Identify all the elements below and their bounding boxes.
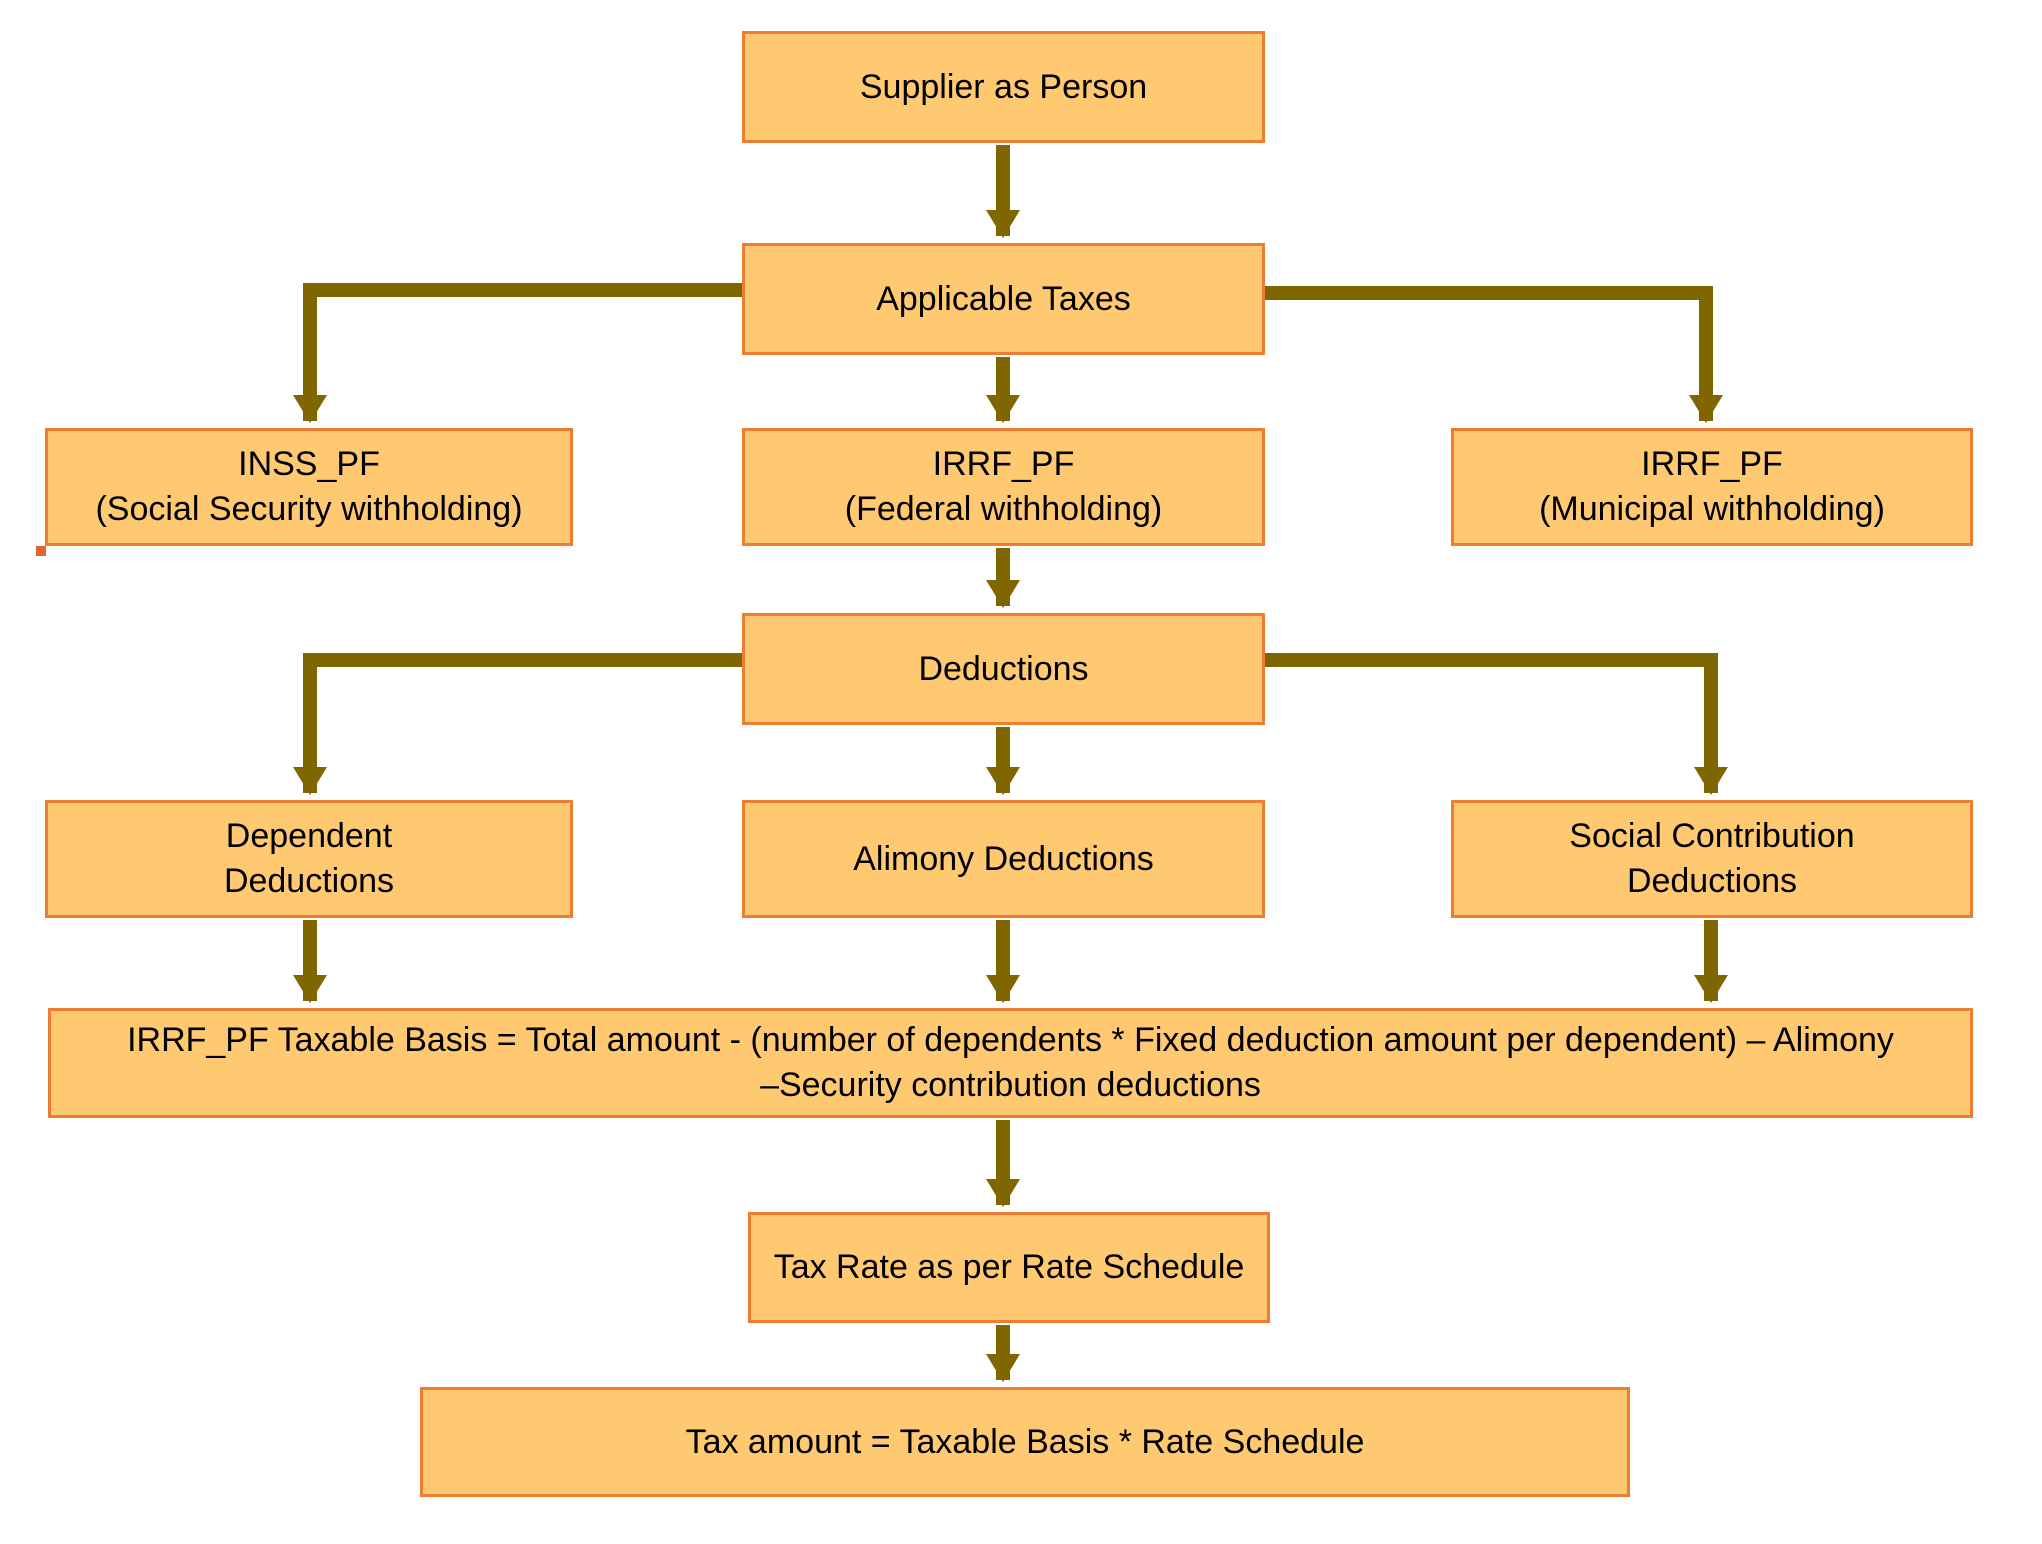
connector-applicable-taxes-to-inss	[293, 283, 744, 423]
node-irrf-pf-federal: IRRF_PF (Federal withholding)	[742, 428, 1265, 546]
node-supplier-as-person: Supplier as Person	[742, 31, 1265, 143]
connector-deductions-to-dependent	[293, 653, 744, 795]
node-tax-amount-formula: Tax amount = Taxable Basis * Rate Schedu…	[420, 1387, 1630, 1497]
stray-mark	[36, 546, 46, 556]
connector-applicable-taxes-to-municipal	[1263, 286, 1723, 423]
node-tax-rate-schedule: Tax Rate as per Rate Schedule	[748, 1212, 1270, 1323]
node-applicable-taxes: Applicable Taxes	[742, 243, 1265, 355]
node-social-contribution-deductions: Social Contribution Deductions	[1451, 800, 1973, 918]
node-dependent-deductions: Dependent Deductions	[45, 800, 573, 918]
node-deductions: Deductions	[742, 613, 1265, 725]
node-inss-pf: INSS_PF (Social Security withholding)	[45, 428, 573, 546]
node-alimony-deductions: Alimony Deductions	[742, 800, 1265, 918]
node-irrf-pf-municipal: IRRF_PF (Municipal withholding)	[1451, 428, 1973, 546]
connector-deductions-to-social	[1263, 653, 1728, 795]
node-taxable-basis-formula: IRRF_PF Taxable Basis = Total amount - (…	[48, 1008, 1973, 1118]
